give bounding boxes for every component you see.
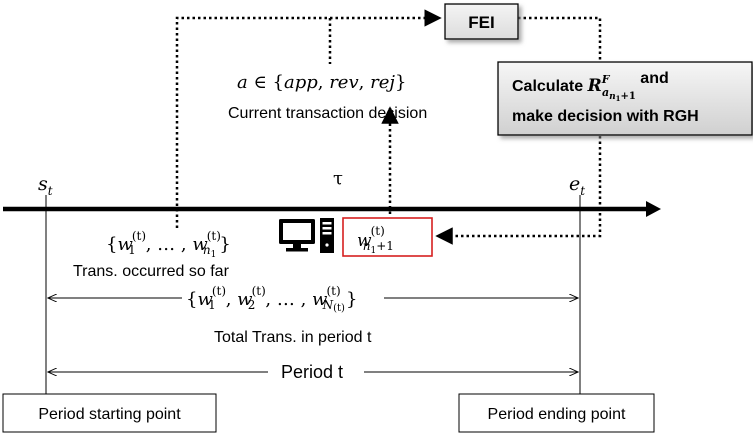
calc-box-line2: make decision with RGH — [512, 108, 699, 125]
decision-set: a ∈ {app, rev, rej} — [237, 72, 406, 93]
calc-sub-1: 1 — [616, 94, 621, 103]
timeline: st τ et — [3, 168, 661, 217]
timeline-arrowhead — [646, 201, 661, 217]
decision-rev: rev — [329, 72, 358, 93]
fei-to-calc-connector — [518, 16, 602, 62]
total-set: {w(t)1, w(t)2, … , w(t)N(t)} — [186, 284, 357, 314]
dotted-connectors — [175, 9, 602, 245]
calc-to-current-connector — [435, 136, 602, 245]
period-group: Period t — [48, 362, 578, 382]
fei-label: FEI — [468, 13, 494, 32]
tau-label: τ — [333, 168, 343, 189]
fei-box: FEI — [444, 3, 519, 40]
total-label: Total Trans. in period t — [214, 329, 372, 346]
decision-a: a — [237, 72, 248, 93]
decision-group: a ∈ {app, rev, rej} Current transaction … — [228, 72, 427, 122]
calc-line1-pre: Calculate — [512, 78, 588, 95]
end-box: Period ending point — [458, 393, 655, 433]
decision-label: Current transaction decision — [228, 105, 427, 122]
calc-sup-F: F — [601, 73, 611, 86]
end-box-label: Period ending point — [488, 406, 626, 423]
decision-rej: rej — [370, 72, 395, 93]
computer-icon — [279, 218, 334, 253]
calc-sub-a: a — [602, 86, 609, 99]
e-t-label: et — [569, 173, 585, 198]
so-far-to-fei-connector — [175, 9, 442, 228]
start-box-label: Period starting point — [38, 406, 181, 423]
decision-app: app — [284, 72, 318, 93]
current-transaction-box: w(t)n1+1 — [342, 217, 433, 257]
s-t-label: st — [38, 173, 53, 198]
calc-sub-n: n — [609, 92, 616, 102]
so-far-group: {w(t)1, … , w(t)n1} Trans. occurred so f… — [73, 229, 231, 280]
current-transaction-formula: w(t)n1+1 — [357, 224, 394, 256]
calc-line1-post: and — [636, 70, 669, 87]
decision-in: ∈ { — [248, 72, 284, 93]
calc-sym-R: R — [587, 76, 602, 96]
start-box: Period starting point — [2, 393, 217, 433]
period-label: Period t — [281, 362, 343, 382]
calc-sub-plus1: +1 — [621, 91, 636, 102]
total-group: {w(t)1, w(t)2, … , w(t)N(t)} Total Trans… — [48, 284, 578, 346]
so-far-set: {w(t)1, … , w(t)n1} — [106, 229, 231, 260]
so-far-label: Trans. occurred so far — [73, 263, 230, 280]
